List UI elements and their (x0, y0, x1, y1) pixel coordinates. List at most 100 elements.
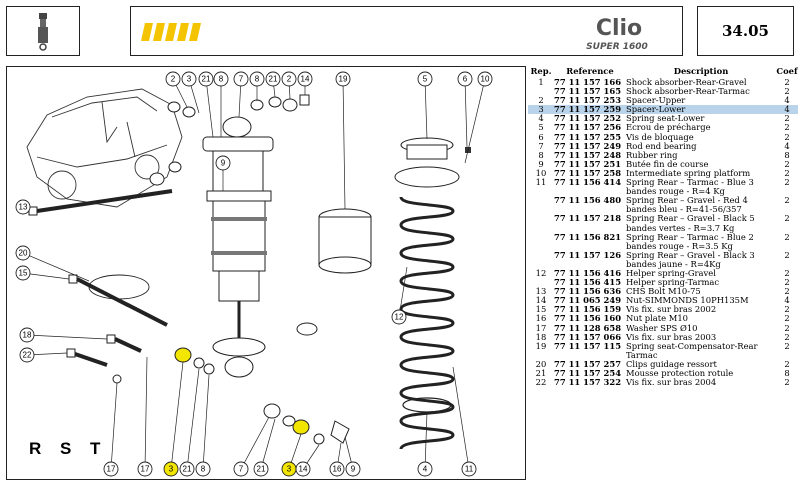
callout-label: 17 (141, 465, 150, 474)
spacer-lower-3 (174, 347, 192, 363)
header-icon-box (6, 6, 80, 56)
header-coef: Coef (776, 66, 798, 76)
cell-coef: 2 (784, 331, 790, 342)
cell-rep: 19 (535, 340, 547, 351)
callout-8: 8 (249, 71, 265, 87)
cell-desc: Washer SPS Ø10 (626, 322, 698, 333)
callout-14: 14 (295, 461, 311, 477)
callout-8: 8 (195, 461, 211, 477)
callout-label: 12 (395, 313, 404, 322)
cell-rep: 10 (535, 167, 547, 178)
cell-rep: 3 (538, 104, 544, 115)
table-row: 5 77 11 157 256 Ecrou de précharge 2 (528, 123, 798, 132)
cell-rep: 6 (538, 131, 544, 142)
callout-label: 7 (239, 75, 244, 84)
cell-coef: 2 (784, 213, 790, 224)
cell-desc: Vis fix. sur bras 2002 (626, 304, 717, 315)
callout-label: 13 (19, 203, 28, 212)
callout-21: 21 (265, 71, 281, 87)
callout-label: 21 (257, 465, 266, 474)
cell-ref: 77 11 157 252 (554, 113, 622, 124)
cell-ref: 77 11 157 126 (554, 249, 622, 260)
callout-3: 3 (181, 71, 197, 87)
callout-2: 2 (165, 71, 181, 87)
cell-desc: Spacer-Upper (626, 95, 686, 106)
callout-label: 21 (202, 75, 211, 84)
callout-label: 18 (23, 331, 32, 340)
callout-11: 11 (461, 461, 477, 477)
cell-coef: 2 (784, 158, 790, 169)
cell-ref: 77 11 156 160 (554, 313, 622, 324)
section-label: R S T (29, 439, 108, 458)
cell-desc: Rod end bearing (626, 140, 697, 151)
cell-coef: 2 (784, 286, 790, 297)
cell-desc: Butée fin de course (626, 158, 709, 169)
callout-label: 21 (183, 465, 192, 474)
cell-desc: Ecrou de précharge (626, 122, 711, 133)
cell-rep: 4 (538, 113, 544, 124)
callout-15: 15 (15, 265, 31, 281)
cell-desc: Spring Rear – Gravel - Black 3 bandes ja… (626, 249, 755, 269)
cell-ref: 77 11 157 115 (554, 340, 622, 351)
cell-coef: 8 (784, 368, 790, 378)
callout-label: 11 (465, 465, 474, 474)
callout-label: 7 (239, 465, 244, 474)
cell-desc: Vis fix. sur bras 2004 (626, 377, 717, 388)
table-row: 77 11 156 821 Spring Rear – Tarmac - Blue… (528, 231, 798, 251)
cell-rep (528, 233, 554, 251)
callout-3: 3 (163, 461, 179, 477)
bolt-18 (106, 334, 142, 353)
cell-ref: 77 11 156 821 (554, 231, 622, 242)
table-row: 77 11 157 126 Spring Rear – Gravel - Blac… (528, 249, 798, 269)
bolt-13 (28, 189, 173, 216)
callout-label: 15 (19, 269, 28, 278)
bolt-22 (66, 348, 108, 367)
cell-ref: 77 11 157 259 (554, 104, 622, 115)
cell-ref: 77 11 157 218 (554, 213, 622, 224)
cell-coef: 2 (784, 122, 790, 133)
cell-ref: 77 11 065 249 (554, 295, 622, 306)
cell-rep: 17 (535, 322, 547, 333)
cell-desc: Spring Rear – Gravel - Red 4 bandes bleu… (626, 195, 748, 215)
cell-rep: 9 (538, 158, 544, 169)
cell-rep: 2 (538, 95, 544, 106)
cell-ref: 77 11 157 253 (554, 95, 622, 106)
cell-rep: 5 (538, 122, 544, 133)
spacer-lower-3b (292, 419, 310, 435)
cell-coef: 2 (784, 113, 790, 124)
cell-ref: 77 11 157 248 (554, 149, 622, 160)
cell-desc: Spring Rear – Tarmac - Blue 2 bandes rou… (626, 231, 754, 251)
cell-rep: 13 (535, 286, 547, 297)
clio-logo: Clio SUPER 1600 (141, 16, 648, 52)
cell-coef: 2 (784, 358, 790, 369)
cell-rep (528, 251, 554, 269)
cell-desc: Clips guidage ressort (626, 358, 717, 369)
callout-22: 22 (19, 347, 35, 363)
callout-21: 21 (253, 461, 269, 477)
callout-label: 8 (201, 465, 206, 474)
cell-ref: 77 11 157 254 (554, 368, 622, 378)
cell-ref: 77 11 157 258 (554, 167, 622, 178)
cell-ref: 77 11 157 256 (554, 122, 622, 133)
cell-desc: Mousse protection rotule (626, 368, 734, 378)
cell-ref: 77 11 157 322 (554, 377, 622, 388)
cell-desc: Intermediate spring platform (626, 167, 751, 178)
cell-rep: 14 (535, 295, 547, 306)
cell-ref: 77 11 156 159 (554, 304, 622, 315)
header-desc: Description (673, 66, 729, 76)
callout-label: 14 (301, 75, 310, 84)
